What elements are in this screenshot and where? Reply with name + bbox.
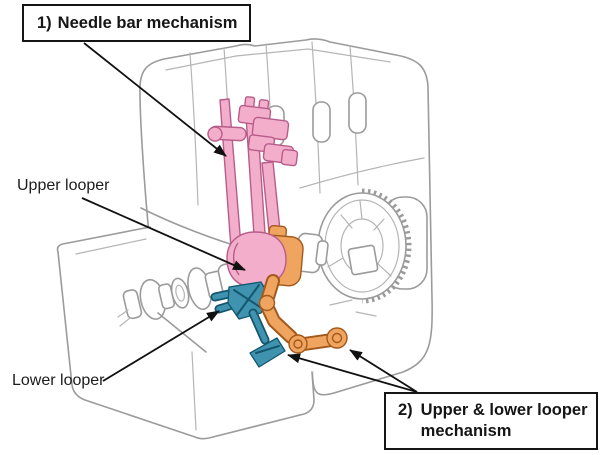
callout-label: Needle bar mechanism <box>57 13 238 32</box>
looper-mech-arrow-left <box>287 353 418 393</box>
callout-arrows <box>81 42 418 393</box>
upper-looper-arrow <box>81 197 246 271</box>
callout-label-line1: Upper & lower looper <box>420 401 588 419</box>
looper-mech-arrow-right <box>349 349 418 393</box>
camshaft-fork <box>117 309 131 327</box>
callout-label-line2: mechanism <box>420 422 512 441</box>
label-lower-looper: Lower looper <box>12 372 105 389</box>
lower-looper-drawing <box>210 281 286 368</box>
callout-number: 1) <box>37 13 52 32</box>
lower-looper-arrow <box>102 310 220 382</box>
needle-bar-arrow <box>83 42 227 157</box>
needle-bar-crank-lobe <box>226 231 287 288</box>
label-upper-looper: Upper looper <box>17 177 110 194</box>
needle-bar-mechanism-drawing <box>207 96 299 251</box>
looper-mechanism-arms <box>258 274 348 354</box>
callout-needle-bar-mechanism: 1) Needle bar mechanism <box>22 4 251 42</box>
handwheel-gear <box>317 188 428 304</box>
callout-looper-mechanism: 2) Upper & lower looper mechanism <box>384 392 598 450</box>
callout-number: 2) <box>398 401 413 419</box>
callout-label: Upper & lower looper mechanism <box>421 400 588 443</box>
